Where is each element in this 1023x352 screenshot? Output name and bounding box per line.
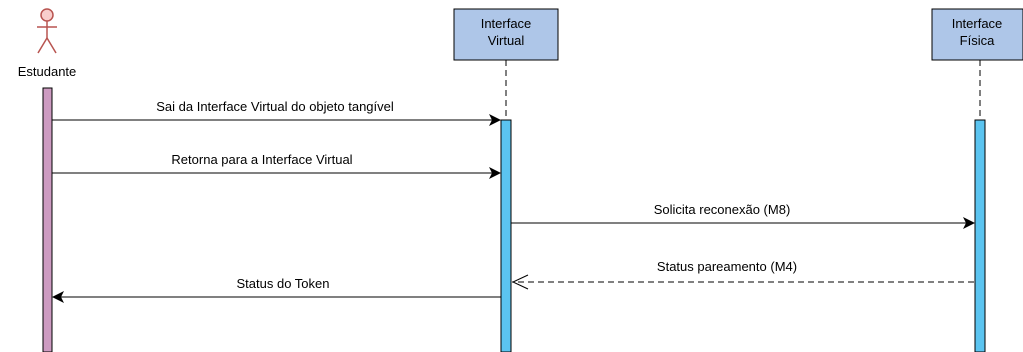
message-4: Status pareamento (M4)	[511, 259, 974, 290]
message-5: Status do Token	[52, 276, 501, 303]
message-1: Sai da Interface Virtual do objeto tangí…	[52, 99, 501, 126]
message-label: Status pareamento (M4)	[657, 259, 797, 274]
open-arrowhead	[511, 274, 529, 290]
participant-label-line1: Interface	[481, 16, 532, 31]
participant-box	[931, 8, 1023, 61]
actor-label: Estudante	[18, 64, 77, 79]
message-2: Retorna para a Interface Virtual	[52, 152, 501, 179]
participant-label-line2: Física	[960, 33, 995, 48]
participant-box	[453, 8, 559, 61]
actor-icon	[37, 8, 57, 54]
participant-label-line1: Interface	[952, 16, 1003, 31]
message-label: Sai da Interface Virtual do objeto tangí…	[156, 99, 394, 114]
message-3: Solicita reconexão (M8)	[511, 202, 975, 229]
participant-label-line2: Virtual	[488, 33, 525, 48]
message-label: Status do Token	[237, 276, 330, 291]
participant-interface-fisica: Interface Física	[931, 8, 1023, 352]
message-label: Solicita reconexão (M8)	[654, 202, 791, 217]
message-label: Retorna para a Interface Virtual	[171, 152, 352, 167]
activation-bar	[974, 119, 986, 352]
activation-bar	[500, 119, 512, 352]
actor-estudante: Estudante	[18, 8, 77, 79]
actor-activation-bar	[42, 87, 53, 352]
participant-interface-virtual: Interface Virtual	[453, 8, 559, 352]
